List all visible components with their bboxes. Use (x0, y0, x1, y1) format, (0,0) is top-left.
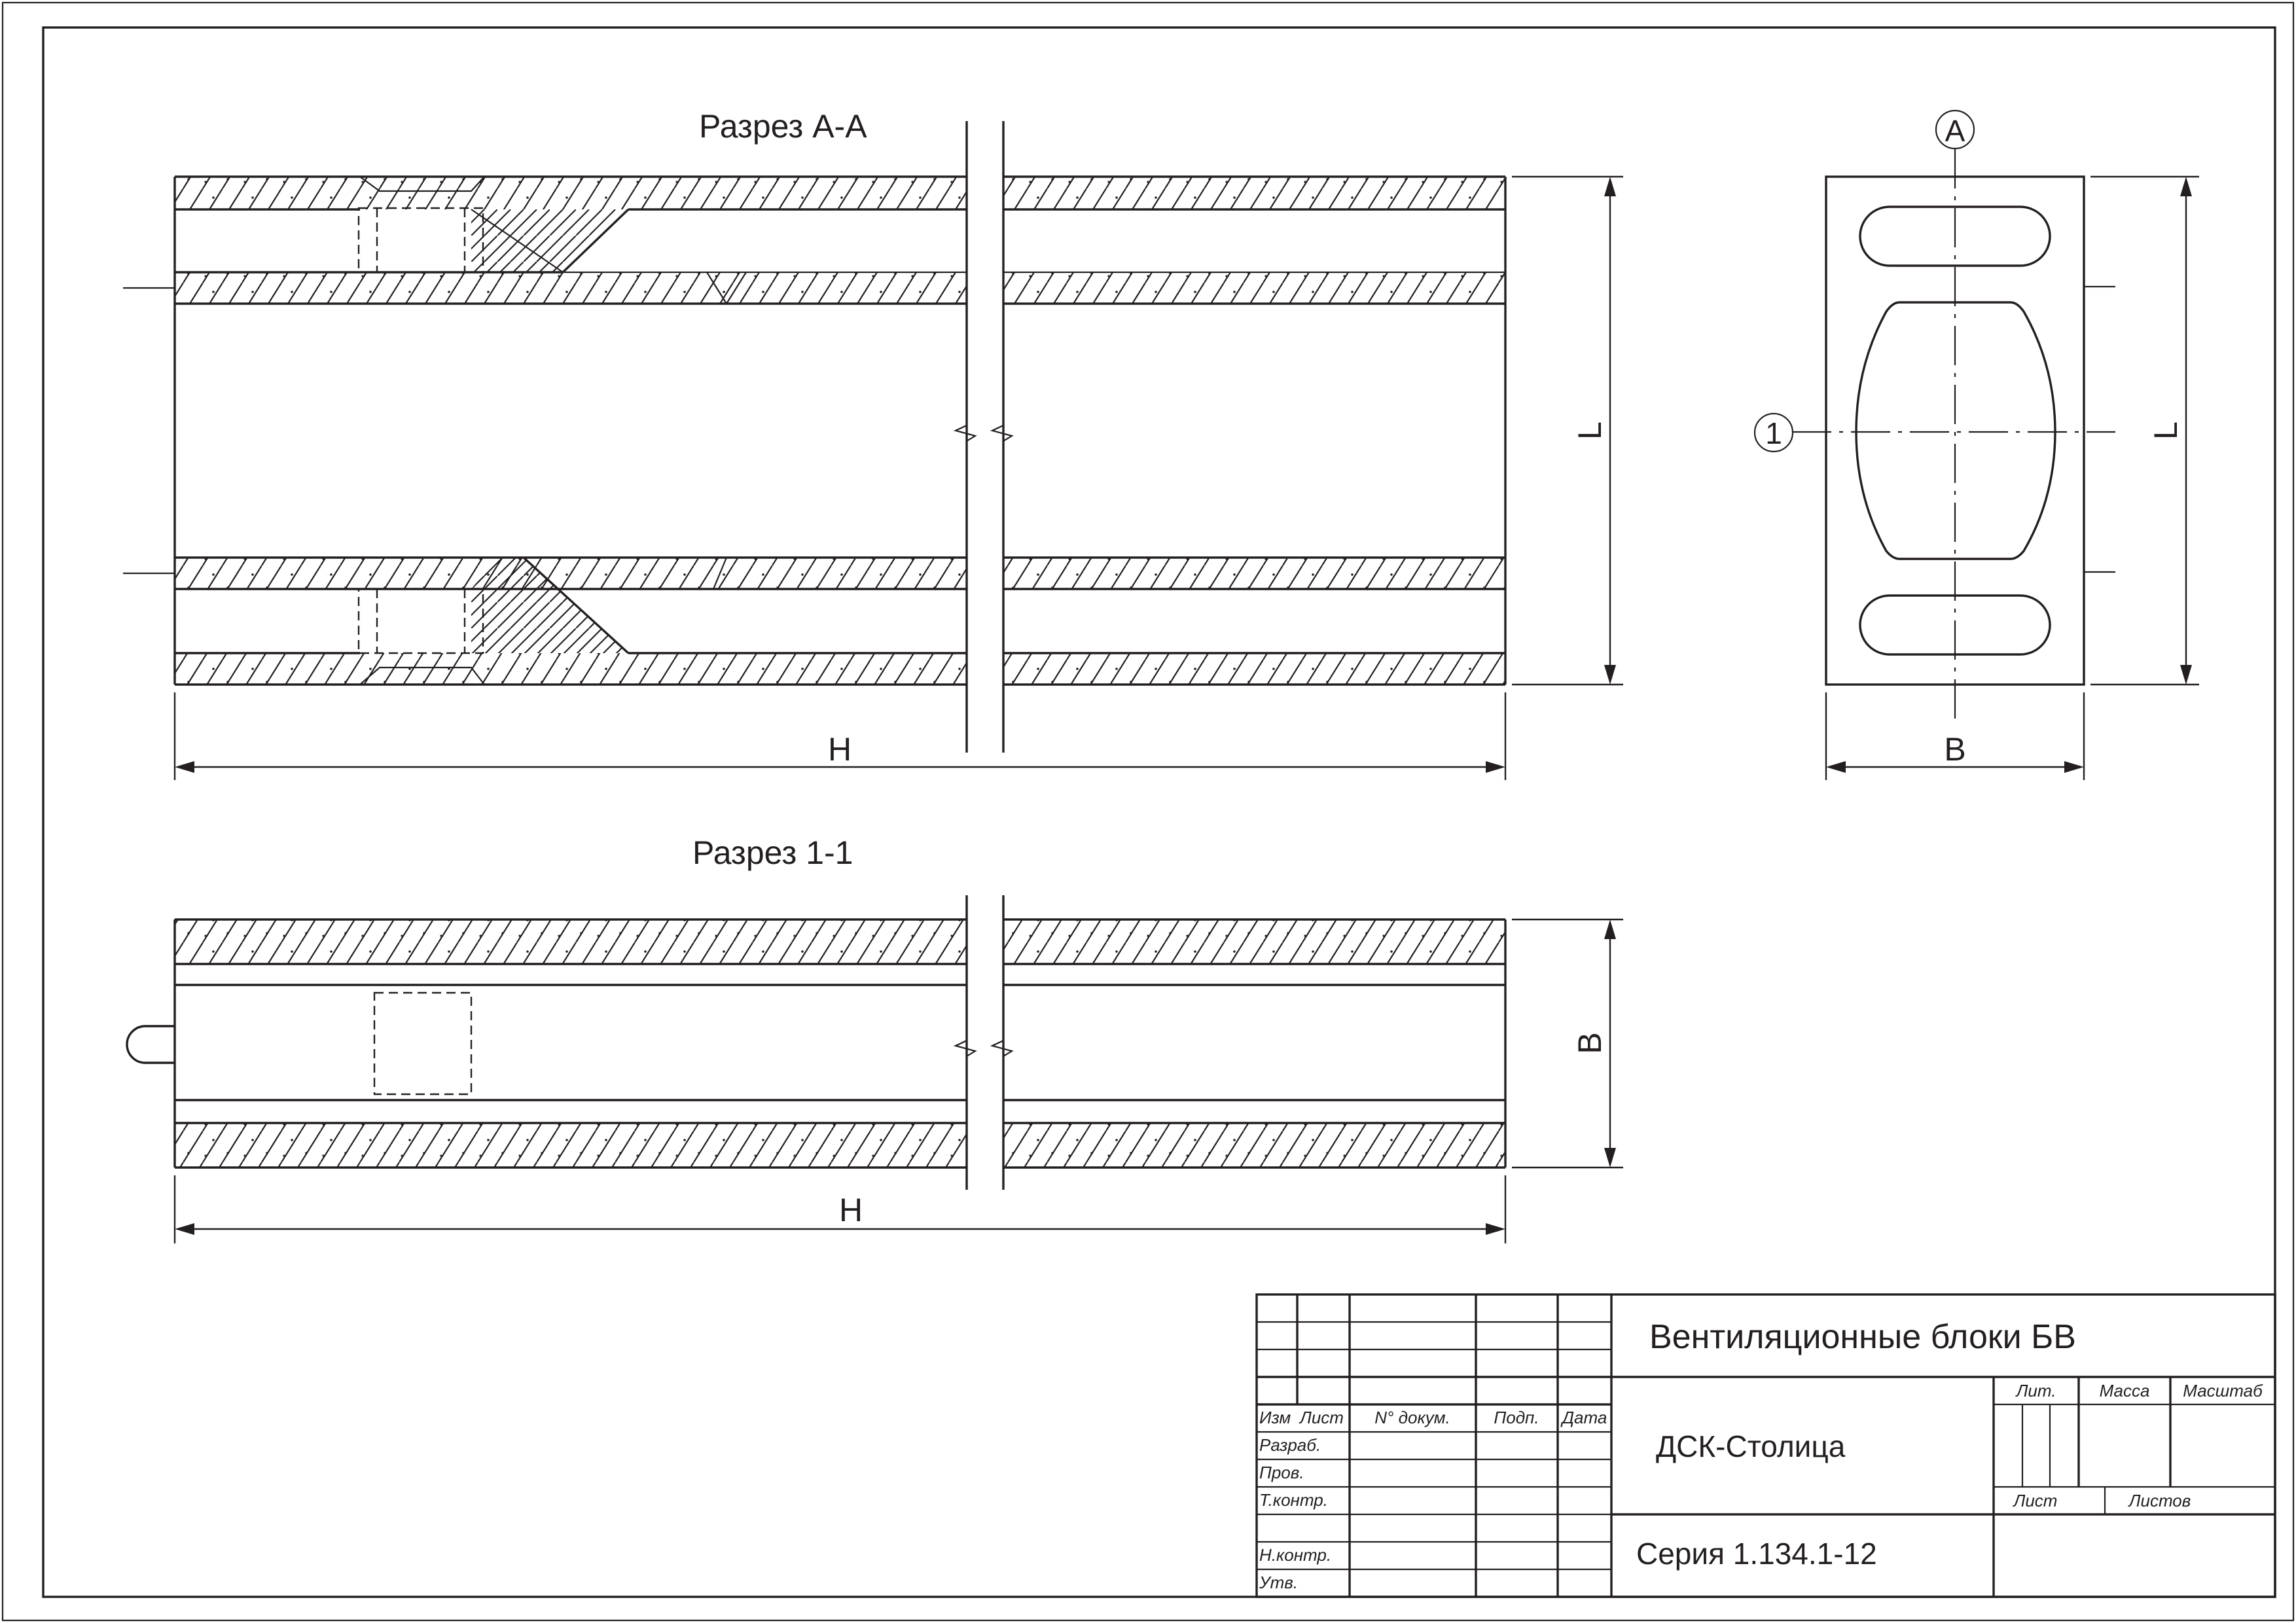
top-wall-band-left (175, 177, 967, 209)
section-11-title: Разрез 1-1 (692, 834, 853, 871)
section-aa-title: Разрез А-А (699, 108, 867, 145)
col-lit-label: Лит. (2015, 1381, 2056, 1400)
lower-inner-wall-right (1003, 558, 1505, 589)
main-ventilation-channel (1855, 301, 2056, 560)
title-block-organization: ДСК-Столица (1656, 1429, 1846, 1463)
lower-inner-wall-left (175, 558, 967, 589)
top-wall-band-right (1003, 177, 1505, 209)
axis-a-marker: А (1945, 114, 1965, 148)
dimension-h-top-label: Н (828, 731, 852, 768)
lifting-loop (126, 1025, 175, 1064)
drawing-frame (42, 26, 2276, 1598)
bottom-wall-band-right (1003, 653, 1505, 685)
col-sheet-label: Лист (2013, 1491, 2058, 1510)
dimension-h-bottom-label: Н (839, 1192, 863, 1228)
col-sign-label: Подп. (1494, 1408, 1539, 1427)
role-utv-label: Утв. (1259, 1573, 1298, 1592)
title-block-title: Вентиляционные блоки БВ (1649, 1318, 2076, 1356)
axis-1-marker: 1 (1765, 416, 1782, 450)
dimension-b-plan-label: В (1944, 731, 1965, 768)
axis-a-circle (1935, 109, 1975, 150)
axis-1-circle (1753, 412, 1794, 453)
section-aa-view: Разрез А-А (123, 108, 1623, 780)
section-11-view: Разрез 1-1 В Н (126, 834, 1623, 1243)
dimension-b-section-label: В (1571, 1032, 1608, 1054)
role-nkontr-label: Н.контр. (1259, 1545, 1331, 1565)
title-block-series: Серия 1.134.1-12 (1636, 1537, 1877, 1571)
title-block: Вентиляционные блоки БВ ДСК-Столица Сери… (1255, 1293, 2276, 1598)
col-masshtab-label: Масштаб (2183, 1381, 2263, 1400)
upper-inner-wall-right (1003, 272, 1505, 304)
bottom-wall-band-left (175, 653, 967, 685)
col-date-label: Дата (1560, 1408, 1607, 1427)
col-doc-label: N° докум. (1374, 1408, 1450, 1427)
dimension-l-section-label: L (1571, 421, 1608, 440)
role-prov-label: Пров. (1259, 1463, 1304, 1482)
role-tkontr-label: Т.контр. (1259, 1490, 1328, 1510)
embedded-opening-dashed (373, 991, 473, 1096)
col-massa-label: Масса (2100, 1381, 2150, 1400)
upper-oval-channel (1859, 205, 2051, 267)
upper-transition-hatch (471, 209, 628, 272)
col-list-label: Лист (1299, 1408, 1344, 1427)
role-razrab-label: Разраб. (1259, 1435, 1321, 1455)
col-izm-label: Изм (1259, 1408, 1291, 1427)
dimension-l-plan-label: L (2147, 421, 2184, 440)
upper-inner-wall-left (175, 272, 967, 304)
plan-view: А 1 L В (1753, 109, 2199, 780)
col-sheets-label: Листов (2128, 1491, 2191, 1510)
lower-transition-hatch (471, 558, 628, 653)
